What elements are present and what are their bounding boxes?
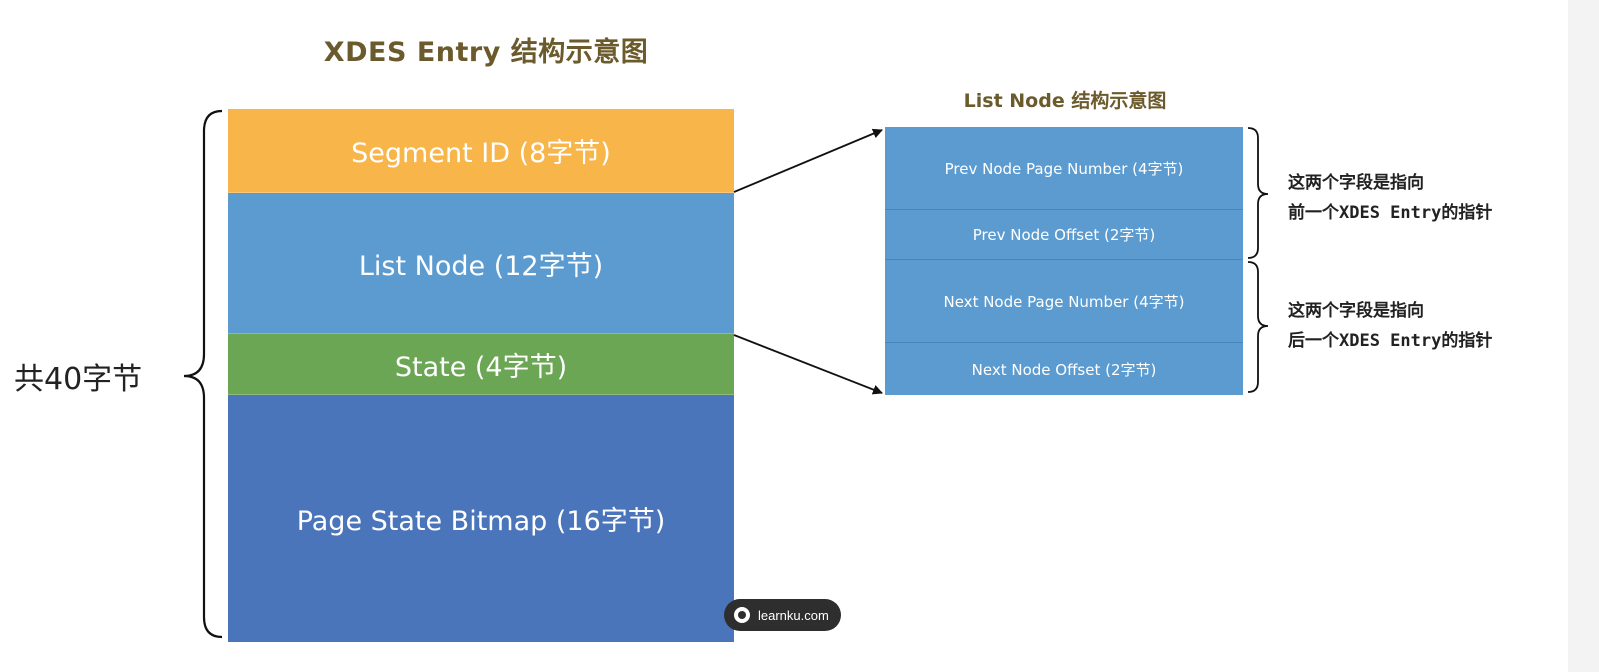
next-note-line-2: 后一个XDES Entry的指针 bbox=[1288, 331, 1493, 351]
state-block: State (4字节) bbox=[228, 334, 734, 395]
arrow-to-list-node-bottom bbox=[733, 334, 883, 395]
list-node-structure: Prev Node Page Number (4字节) Prev Node Of… bbox=[885, 127, 1243, 395]
page-state-bitmap-block: Page State Bitmap (16字节) bbox=[228, 395, 734, 642]
list-node-block: List Node (12字节) bbox=[228, 193, 734, 334]
prev-node-offset-field: Prev Node Offset (2字节) bbox=[885, 210, 1243, 260]
xdes-entry-structure: Segment ID (8字节) List Node (12字节) State … bbox=[228, 109, 734, 642]
prev-node-page-number-field: Prev Node Page Number (4字节) bbox=[885, 127, 1243, 210]
total-size-brace-icon bbox=[183, 109, 223, 639]
prev-note-line-1: 这两个字段是指向 bbox=[1288, 173, 1424, 193]
prev-note-line-2: 前一个XDES Entry的指针 bbox=[1288, 203, 1493, 223]
watermark-text: learnku.com bbox=[758, 607, 829, 623]
watermark-badge: learnku.com bbox=[724, 599, 841, 631]
next-node-page-number-field: Next Node Page Number (4字节) bbox=[885, 260, 1243, 343]
next-note-line-1: 这两个字段是指向 bbox=[1288, 301, 1424, 321]
arrow-to-list-node-top bbox=[733, 128, 883, 193]
next-node-offset-field: Next Node Offset (2字节) bbox=[885, 343, 1243, 395]
total-size-label: 共40字节 bbox=[14, 362, 143, 397]
segment-id-block: Segment ID (8字节) bbox=[228, 109, 734, 193]
prev-pointer-brace-icon bbox=[1247, 127, 1269, 259]
list-node-title: List Node 结构示意图 bbox=[963, 90, 1167, 112]
right-edge-strip bbox=[1568, 0, 1599, 672]
next-pointer-note: 这两个字段是指向 后一个XDES Entry的指针 bbox=[1288, 296, 1492, 356]
next-pointer-brace-icon bbox=[1247, 261, 1269, 393]
globe-icon bbox=[734, 607, 750, 623]
diagram-title: XDES Entry 结构示意图 bbox=[323, 37, 649, 68]
prev-pointer-note: 这两个字段是指向 前一个XDES Entry的指针 bbox=[1288, 168, 1492, 228]
